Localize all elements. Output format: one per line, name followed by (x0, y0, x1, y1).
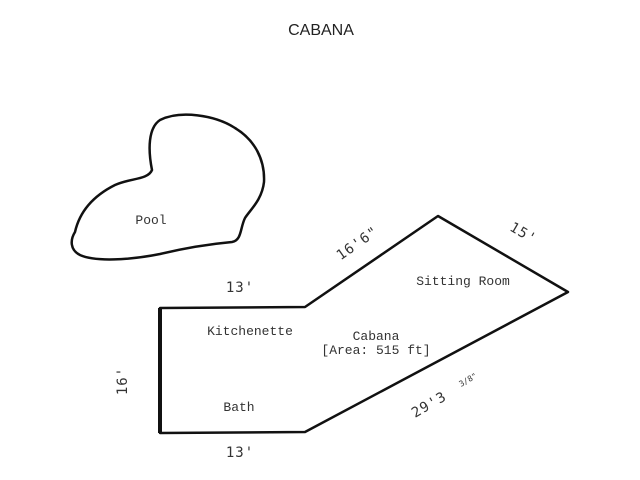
cabana-area-label: [Area: 515 ft] (321, 343, 430, 358)
plan-title: CABANA (288, 22, 354, 39)
dimension-top: 13' (226, 280, 254, 296)
bath-label: Bath (223, 400, 254, 415)
dimension-left: 16' (115, 367, 131, 395)
dimension-diagonal-upper: 16'6" (334, 224, 382, 264)
sitting-room-label: Sitting Room (416, 274, 510, 289)
kitchenette-label: Kitchenette (207, 324, 293, 339)
dimension-bottom: 13' (226, 445, 254, 461)
dimension-right-upper: 15' (507, 220, 540, 248)
dimension-diagonal-lower-fraction: 3/8" (458, 371, 479, 388)
dimension-diagonal-lower-main: 29'3 (409, 389, 450, 422)
cabana-name-label: Cabana (353, 329, 400, 344)
pool-outline (70, 113, 266, 261)
pool-label: Pool (135, 213, 166, 228)
